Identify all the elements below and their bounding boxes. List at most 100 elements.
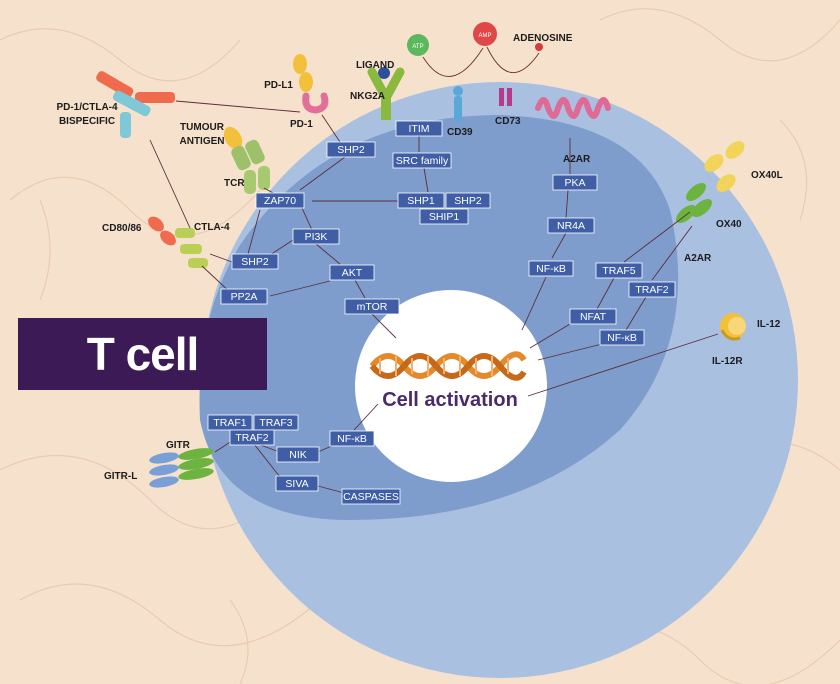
node-itim: ITIM — [395, 120, 443, 137]
label-gitr: GITR — [166, 440, 191, 451]
edge-bispecific-ctla4 — [149, 139, 191, 229]
svg-text:AKT: AKT — [342, 267, 363, 279]
edge-zap70-pi3k — [301, 207, 313, 231]
edge-pd1-shp2 — [321, 114, 341, 143]
il12r-receptor-icon — [720, 313, 746, 341]
atp-molecule-icon: ATP — [407, 34, 429, 56]
node-nik: NIK — [276, 446, 320, 463]
label-antigen: ANTIGEN — [180, 136, 225, 147]
label-pd-l1: PD-L1 — [264, 80, 293, 91]
svg-text:NF-κB: NF-κB — [536, 263, 566, 275]
edge-mtor-activation — [371, 313, 397, 339]
cell-activation-label: Cell activation — [382, 389, 518, 411]
svg-text:NIK: NIK — [289, 449, 307, 461]
edge-nfat-activation — [529, 323, 571, 349]
cd39-receptor-icon — [453, 86, 463, 122]
node-traf3: TRAF3 — [253, 414, 299, 431]
svg-text:NF-κB: NF-κB — [607, 332, 637, 344]
label-pd1-ctla4: PD-1/CTLA-4 — [56, 102, 118, 113]
svg-text:ITIM: ITIM — [409, 123, 430, 135]
svg-text:TRAF3: TRAF3 — [259, 417, 292, 429]
edge-ox40-traf5 — [623, 211, 691, 263]
amp-molecule-icon: AMP — [473, 22, 497, 46]
svg-text:NR4A: NR4A — [557, 220, 585, 232]
node-zap70: ZAP70 — [255, 192, 305, 209]
adenosine-molecule-icon — [535, 43, 543, 51]
edge-ctla4-shp2 — [209, 253, 233, 263]
svg-text:SHP2: SHP2 — [337, 144, 365, 156]
edge-shp2c-pi3k — [269, 239, 294, 256]
label-cd73: CD73 — [495, 116, 521, 127]
nucleus — [355, 290, 547, 482]
node-shp2-pd1: SHP2 — [326, 141, 376, 158]
label-cd80-86: CD80/86 — [102, 223, 142, 234]
label-gitr-l: GITR-L — [104, 471, 137, 482]
dna-helix-icon — [369, 351, 527, 381]
label-nkg2a: NKG2A — [350, 91, 385, 102]
a2ar-receptor-icon — [535, 97, 611, 119]
edge-shp2-zap70 — [299, 156, 346, 191]
edge-nr4a-nfkb — [551, 232, 567, 259]
node-src-family: SRC family — [392, 152, 452, 169]
svg-text:PP2A: PP2A — [231, 291, 258, 303]
label-il-12: IL-12 — [757, 319, 781, 330]
svg-text:TRAF1: TRAF1 — [213, 417, 246, 429]
node-traf2-ox40: TRAF2 — [628, 281, 676, 298]
label-a2ar-small: A2AR — [563, 154, 591, 165]
svg-text:CASPASES: CASPASES — [343, 491, 399, 503]
svg-text:SRC family: SRC family — [396, 155, 449, 167]
svg-text:SHP2: SHP2 — [454, 195, 482, 207]
amp-adenosine-arrow — [486, 46, 540, 73]
svg-text:TRAF2: TRAF2 — [635, 284, 668, 296]
node-nfkb-a2ar: NF-κB — [528, 260, 574, 277]
node-pi3k: PI3K — [292, 228, 340, 245]
svg-text:PI3K: PI3K — [305, 231, 328, 243]
edge-nfkb-activation — [521, 276, 547, 331]
svg-text:TRAF2: TRAF2 — [235, 432, 268, 444]
svg-text:AMP: AMP — [478, 33, 491, 39]
label-ctla-4: CTLA-4 — [194, 222, 230, 233]
edge-bispecific-pd1 — [175, 100, 301, 113]
node-nfkb-ox40: NF-κB — [599, 329, 645, 346]
label-ligand: LIGAND — [356, 60, 394, 71]
edge-siva-caspases — [317, 485, 345, 494]
label-tcr: TCR — [224, 178, 245, 189]
edge-ox40-traf2 — [651, 225, 693, 281]
svg-text:NFAT: NFAT — [580, 311, 607, 323]
pd-l1-receptor-icon — [293, 54, 329, 114]
edge-akt-mtor — [354, 279, 366, 299]
edge-zap70-shp2c — [247, 209, 261, 255]
node-traf1: TRAF1 — [207, 414, 253, 431]
node-traf5: TRAF5 — [595, 262, 643, 279]
svg-text:SHP2: SHP2 — [241, 256, 269, 268]
pd1-ctla4-bispecific-antibody-icon — [96, 71, 175, 138]
label-tumour: TUMOUR — [180, 122, 225, 133]
node-nfat: NFAT — [569, 308, 617, 325]
gitr-receptor-icon — [149, 448, 214, 488]
node-nfkb-gitr: NF-κB — [329, 430, 375, 447]
node-nr4a: NR4A — [547, 217, 595, 234]
svg-text:NF-κB: NF-κB — [337, 433, 367, 445]
svg-text:PKA: PKA — [564, 177, 585, 189]
edge-nfkb-c-activation — [353, 403, 379, 431]
ctla4-cd80-receptor-icon — [148, 216, 208, 268]
node-akt: AKT — [329, 264, 375, 281]
edge-il12-activation — [527, 333, 719, 397]
node-siva: SIVA — [275, 475, 319, 492]
label-ox40: OX40 — [716, 219, 742, 230]
svg-text:mTOR: mTOR — [357, 301, 388, 313]
node-shp2-ctla4: SHP2 — [231, 253, 279, 270]
node-shp1: SHP1 — [397, 192, 445, 209]
node-caspases: CASPASES — [341, 488, 401, 505]
label-adenosine: ADENOSINE — [513, 33, 573, 44]
svg-text:ATP: ATP — [412, 44, 423, 50]
edge-pka-nr4a — [565, 189, 569, 219]
label-bispecific: BISPECIFIC — [59, 116, 115, 127]
node-mtor: mTOR — [344, 298, 400, 315]
edge-src-shp — [423, 167, 429, 193]
edge-traf5-nfat — [596, 277, 615, 310]
node-pp2a: PP2A — [220, 288, 268, 305]
label-il-12r: IL-12R — [712, 356, 743, 367]
